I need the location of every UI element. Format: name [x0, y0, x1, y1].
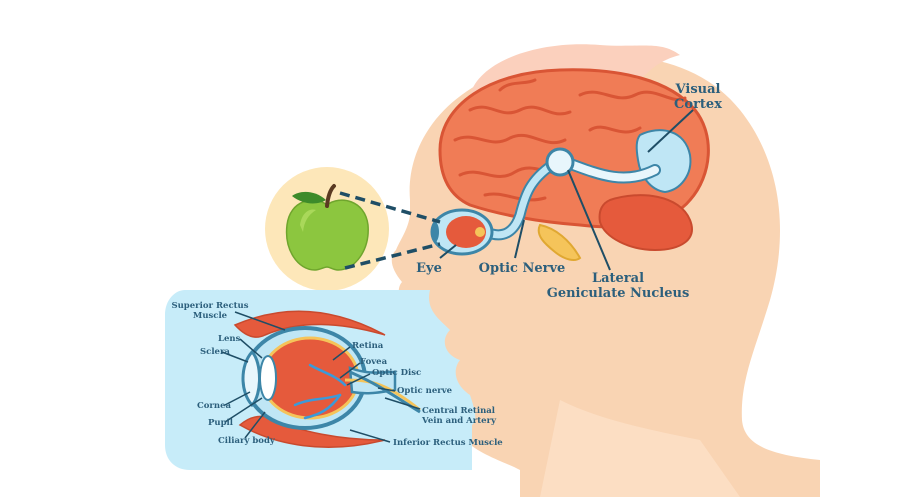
label-superior-rectus-line2: Muscle: [193, 311, 228, 321]
inset-leader-lines: [221, 311, 421, 443]
main-leader-lines: [439, 109, 694, 271]
eye-small: [430, 208, 494, 256]
cerebrum: [438, 68, 710, 229]
label-visual-cortex-line1: Visual: [675, 82, 721, 97]
label-lgn-line1: Lateral: [592, 271, 644, 286]
label-retina: Retina: [352, 341, 384, 351]
optic-radiation-inner: [564, 159, 659, 182]
eye-detail-inset: [165, 290, 476, 470]
cornea: [241, 349, 261, 408]
blood-vessels: [293, 363, 347, 420]
label-central-retinal-line1: Central Retinal: [422, 406, 496, 416]
label-pupil: Pupil: [208, 418, 234, 428]
label-optic-nerve-inset: Optic nerve: [397, 386, 453, 396]
apple-icon: [285, 199, 369, 271]
label-superior-rectus-line1: Superior Rectus: [171, 301, 248, 311]
lgn-node: [545, 147, 575, 177]
label-inferior-rectus: Inferior Rectus Muscle: [393, 438, 503, 448]
apple-stem: [325, 184, 336, 208]
optic-nerve-path: [480, 147, 575, 241]
label-central-retinal-line2: Vein and Artery: [421, 416, 497, 426]
main-labels: Visual Cortex Eye Optic Nerve Lateral Ge…: [416, 82, 722, 301]
neck-highlight: [540, 400, 740, 497]
sight-lines: [339, 191, 441, 270]
central-retinal-vessel: [344, 378, 421, 412]
apple-leaf-icon: [292, 191, 326, 204]
inset-labels: Superior Rectus Muscle Lens Sclera Corne…: [171, 301, 503, 448]
lens: [259, 355, 277, 401]
brain: [438, 68, 710, 261]
label-lgn-line2: Geniculate Nucleus: [547, 286, 690, 301]
label-sclera: Sclera: [200, 347, 230, 357]
label-fovea: Fovea: [360, 357, 388, 367]
label-visual-cortex-line2: Cortex: [674, 97, 722, 112]
label-eye: Eye: [416, 261, 442, 276]
superior-rectus-muscle: [233, 310, 386, 338]
label-lens: Lens: [218, 334, 241, 344]
cerebellum: [598, 194, 693, 252]
label-optic-disc: Optic Disc: [372, 368, 421, 378]
label-ciliary-body: Ciliary body: [218, 436, 276, 446]
label-cornea: Cornea: [197, 401, 232, 411]
brain-stem: [537, 223, 582, 261]
apple-object: [265, 167, 389, 291]
label-optic-nerve: Optic Nerve: [479, 261, 566, 276]
